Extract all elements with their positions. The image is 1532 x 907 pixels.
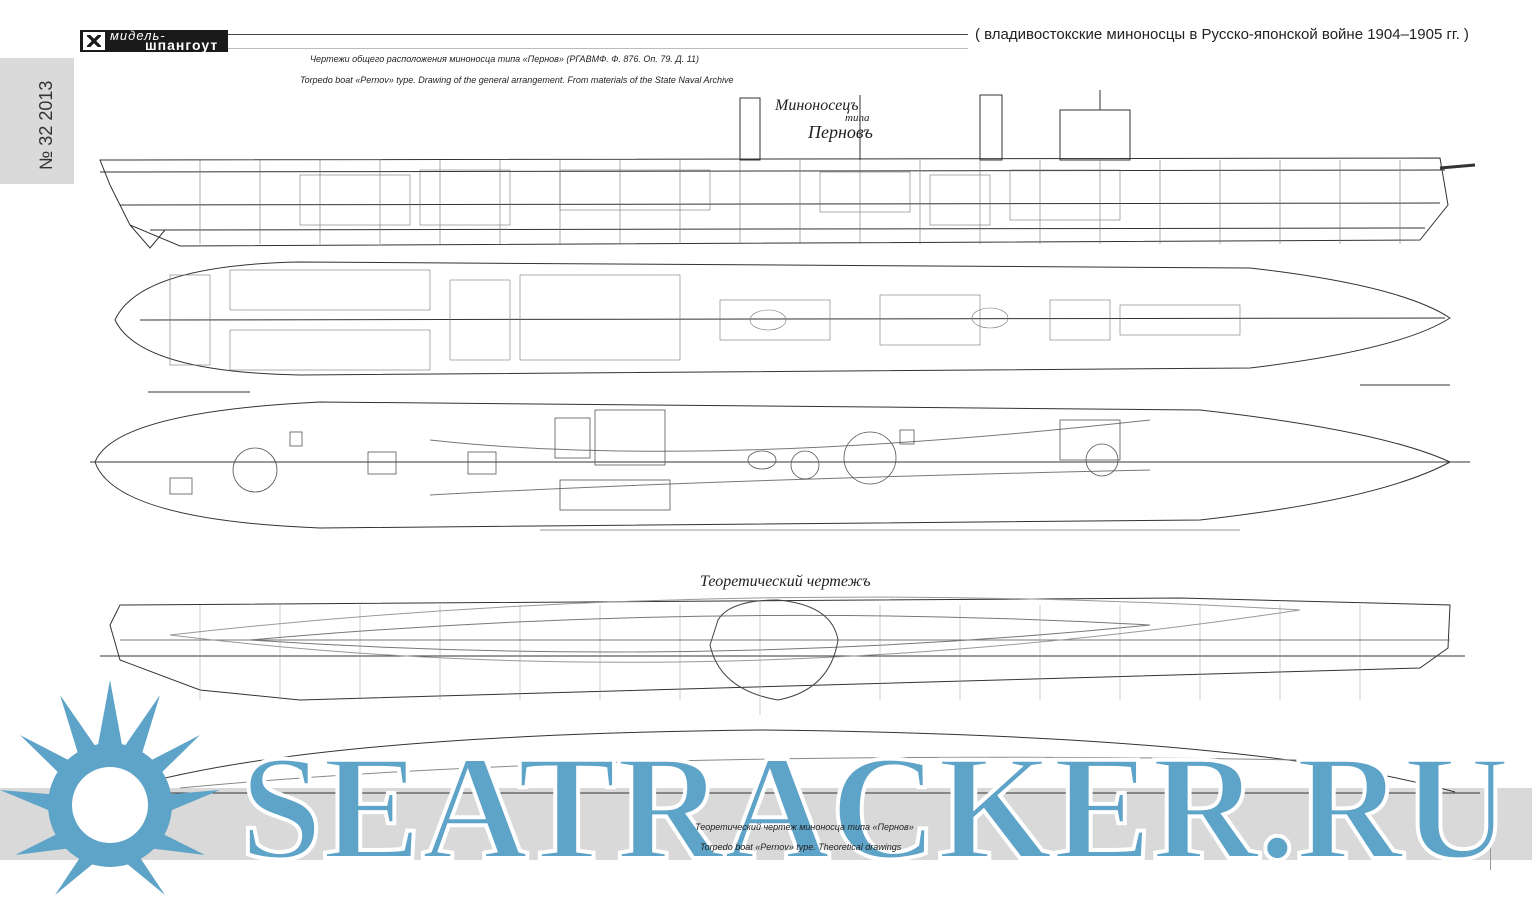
logo-text-bottom: шпангоут — [145, 37, 219, 53]
header-rule — [228, 34, 968, 35]
deck-plan-upper — [114, 261, 1451, 393]
logo-text-top: мидель- — [110, 28, 166, 43]
watermark-text: SEATRACKER.RU — [240, 725, 1510, 891]
section-title: ( владивостокские миноносцы в Русско-япо… — [975, 26, 1469, 43]
logo-emblem-icon — [83, 32, 105, 50]
theoretical-profile — [100, 596, 1465, 715]
bottom-band — [0, 788, 1532, 860]
caption-general-ru: Чертежи общего расположения миноносца ти… — [310, 54, 700, 64]
drawing-title-type: типа — [845, 112, 870, 124]
magazine-logo — [80, 30, 228, 52]
issue-tab — [0, 58, 74, 184]
drawing-title: Миноносецъ — [774, 97, 859, 114]
drawing-title-name: Перновъ — [807, 122, 873, 142]
deck-plan-lower — [90, 401, 1470, 531]
caption-theoretical-en: Torpedo boat «Pernov» type. Theoretical … — [700, 842, 902, 852]
caption-general-en: Torpedo boat «Pernov» type. Drawing of t… — [300, 75, 734, 85]
bottom-rule — [1490, 790, 1491, 870]
header-rule-secondary — [228, 48, 968, 49]
theoretical-half-breadth — [100, 729, 1480, 794]
profile-view — [99, 90, 1476, 249]
theory-heading: Теоретический чертежъ — [700, 573, 871, 590]
caption-theoretical-ru: Теоретический чертеж миноносца типа «Пер… — [695, 822, 914, 832]
